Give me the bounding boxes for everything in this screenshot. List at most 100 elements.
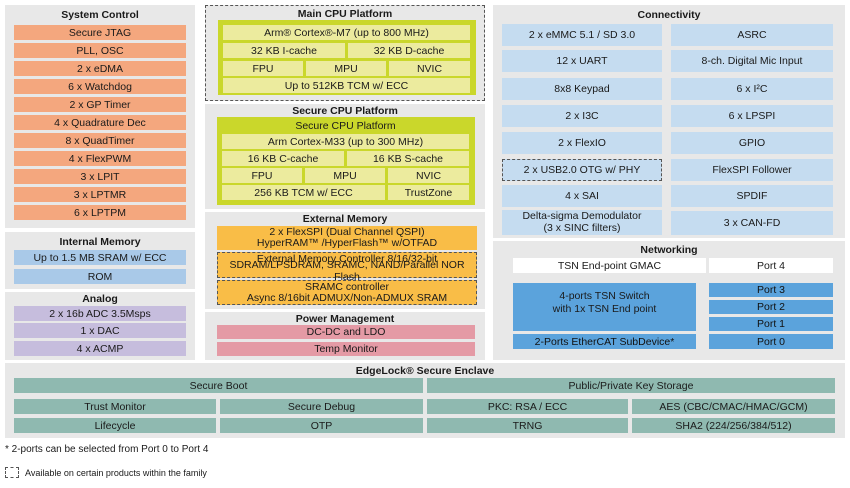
rom-block: ROM [14, 269, 186, 284]
port-0-block: Port 0 [709, 334, 833, 349]
legend-text: Available on certain products within the… [25, 468, 207, 478]
legend-dashed-swatch [5, 467, 19, 478]
aes-block: AES (CBC/CMAC/HMAC/GCM) [632, 399, 835, 414]
lpspi-block: 6 x LPSPI [671, 105, 833, 127]
analog-panel: Analog 2 x 16b ADC 3.5Msps 1 x DAC 4 x A… [5, 292, 195, 360]
can-fd-block: 3 x CAN-FD [671, 211, 833, 235]
sramc-block [217, 280, 477, 305]
lifecycle-block: Lifecycle [14, 418, 216, 433]
m7-mpu-block: MPU [306, 61, 386, 76]
uart-block: 12 x UART [502, 50, 662, 72]
secure-cpu-panel: Secure CPU Platform Secure CPU Platform … [205, 104, 485, 209]
icache-block: 32 KB I-cache [223, 43, 345, 58]
dac-block: 1 x DAC [14, 323, 186, 338]
internal-memory-title: Internal Memory [59, 236, 141, 248]
main-cpu-panel: Main CPU Platform Arm® Cortex®-M7 (up to… [205, 5, 485, 101]
networking-title: Networking [640, 244, 698, 256]
pkc-block: PKC: RSA / ECC [427, 399, 628, 414]
edma-block: 2 x eDMA [14, 61, 186, 76]
usb-otg-block: 2 x USB2.0 OTG w/ PHY [502, 159, 662, 181]
temp-monitor-block: Temp Monitor [217, 342, 475, 356]
edgelock-title: EdgeLock® Secure Enclave [355, 365, 495, 377]
lptmr-block: 3 x LPTMR [14, 187, 186, 202]
tsn-switch-line-1: 4-ports TSN Switch [559, 290, 650, 302]
m33-nvic-block: NVIC [388, 168, 469, 183]
emmc-block: 2 x eMMC 5.1 / SD 3.0 [502, 24, 662, 46]
flexspi-line-1: 2 x FlexSPI (Dual Channel QSPI) [269, 226, 425, 238]
sramc-line-2: Async 8/16bit ADMUX/Non-ADMUX SRAM [246, 292, 448, 304]
system-control-title: System Control [61, 9, 139, 21]
lptpm-block: 6 x LPTPM [14, 205, 186, 220]
networking-panel: Networking TSN End-point GMAC Port 4 4-p… [493, 241, 845, 360]
analog-title: Analog [82, 293, 118, 305]
delta-sigma-line-1: Delta-sigma Demodulator [522, 210, 642, 222]
port-1-block: Port 1 [709, 317, 833, 331]
delta-sigma-block [502, 210, 662, 235]
i3c-block: 2 x I3C [502, 105, 662, 127]
m33-tcm-block: 256 KB TCM w/ ECC [222, 185, 385, 200]
external-memory-title: External Memory [302, 213, 388, 225]
gpio-block: GPIO [671, 132, 833, 154]
port-2-block: Port 2 [709, 300, 833, 314]
quadtimer-block: 8 x QuadTimer [14, 133, 186, 148]
m33-fpu-block: FPU [222, 168, 302, 183]
m7-tcm-block: Up to 512KB TCM w/ ECC [223, 78, 470, 93]
otp-block: OTP [220, 418, 423, 433]
dcdc-ldo-block: DC-DC and LDO [217, 325, 475, 339]
power-management-panel: Power Management DC-DC and LDO Temp Moni… [205, 312, 485, 360]
gp-timer-block: 2 x GP Timer [14, 97, 186, 112]
secure-cpu-title: Secure CPU Platform [292, 105, 398, 117]
flexpwm-block: 4 x FlexPWM [14, 151, 186, 166]
ethercat-block: 2-Ports EtherCAT SubDevice* [513, 334, 696, 349]
trustzone-block: TrustZone [388, 185, 469, 200]
internal-memory-panel: Internal Memory Up to 1.5 MB SRAM w/ ECC… [5, 232, 195, 289]
secure-jtag-block: Secure JTAG [14, 25, 186, 40]
power-management-title: Power Management [295, 313, 395, 325]
system-control-panel: System Control Secure JTAG PLL, OSC 2 x … [5, 5, 195, 228]
tsn-switch-block [513, 283, 696, 331]
m7-fpu-block: FPU [223, 61, 303, 76]
edgelock-panel: EdgeLock® Secure Enclave Secure Boot Pub… [5, 363, 845, 438]
connectivity-title: Connectivity [637, 9, 701, 21]
adc-block: 2 x 16b ADC 3.5Msps [14, 306, 186, 321]
keypad-block: 8x8 Keypad [502, 78, 662, 100]
i2c-block: 6 x I²C [671, 78, 833, 100]
emc-line-1: External Memory Controller 8/16/32-bit [256, 253, 438, 265]
port-3-block: Port 3 [709, 283, 833, 297]
key-storage-block: Public/Private Key Storage [427, 378, 835, 393]
secure-debug-block: Secure Debug [220, 399, 423, 414]
sha2-block: SHA2 (224/256/384/512) [632, 418, 835, 433]
sai-block: 4 x SAI [502, 185, 662, 207]
spdif-block: SPDIF [671, 185, 833, 207]
sram-block: Up to 1.5 MB SRAM w/ ECC [14, 250, 186, 265]
sramc-line-1: SRAMC controller [304, 281, 390, 293]
footnote: * 2-ports can be selected from Port 0 to… [5, 444, 209, 455]
lpit-block: 3 x LPIT [14, 169, 186, 184]
cortex-m7-block: Arm® Cortex®-M7 (up to 800 MHz) [223, 25, 470, 40]
tsn-switch-line-2: with 1x TSN End point [552, 303, 657, 315]
digital-mic-block: 8-ch. Digital Mic Input [671, 50, 833, 72]
external-memory-panel: External Memory 2 x FlexSPI (Dual Channe… [205, 212, 485, 309]
secure-boot-block: Secure Boot [14, 378, 423, 393]
emc-line-2: SDRAM/LPSDRAM, SRAMC, NAND/Parallel NOR … [229, 259, 465, 283]
emc-block [217, 252, 477, 278]
acmp-block: 4 x ACMP [14, 341, 186, 356]
connectivity-panel: Connectivity 2 x eMMC 5.1 / SD 3.0 12 x … [493, 5, 845, 238]
asrc-block: ASRC [671, 24, 833, 46]
scache-block: 16 KB S-cache [347, 151, 469, 166]
ccache-block: 16 KB C-cache [222, 151, 344, 166]
tsn-gmac-block: TSN End-point GMAC [513, 258, 706, 273]
delta-sigma-line-2: (3 x SINC filters) [543, 222, 621, 234]
cortex-m33-block: Arm Cortex-M33 (up to 300 MHz) [222, 134, 469, 149]
quadrature-dec-block: 4 x Quadrature Dec [14, 115, 186, 130]
m33-mpu-block: MPU [305, 168, 385, 183]
port-4-block: Port 4 [709, 258, 833, 273]
pll-osc-block: PLL, OSC [14, 43, 186, 58]
main-cpu-title: Main CPU Platform [297, 8, 393, 20]
flexspi-block [217, 226, 477, 250]
flexspi-follower-block: FlexSPI Follower [671, 159, 833, 181]
flexspi-line-2: HyperRAM™ /HyperFlash™ w/OTFAD [256, 237, 438, 249]
dcache-block: 32 KB D-cache [348, 43, 470, 58]
flexio-block: 2 x FlexIO [502, 132, 662, 154]
trng-block: TRNG [427, 418, 628, 433]
